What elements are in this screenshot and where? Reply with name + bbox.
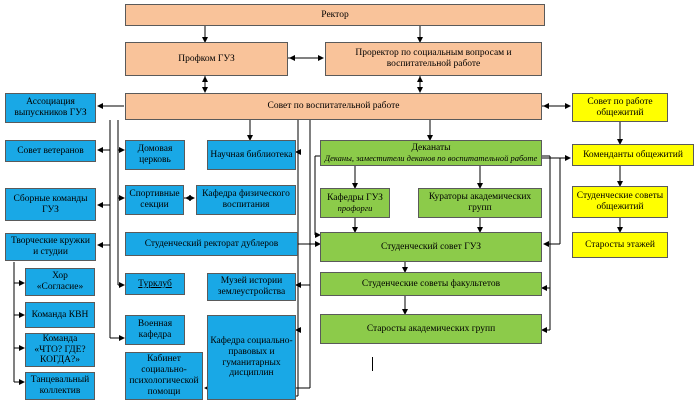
rector-label: Ректор: [321, 9, 349, 20]
node-dorm-council: Совет по работе общежитий: [572, 93, 668, 122]
curators-label: Кураторы академических групп: [428, 192, 532, 213]
node-group-heads: Старосты академических групп: [320, 314, 542, 344]
node-psych: Кабинет социально-психологической помощи: [125, 352, 203, 400]
creative-label: Творческие кружки и студии: [11, 236, 90, 257]
node-kvn: Команда КВН: [25, 302, 95, 328]
veterans-label: Совет ветеранов: [17, 145, 84, 156]
military-label: Военная кафедра: [137, 319, 173, 340]
node-chairs: Кафедры ГУЗ профорги: [320, 188, 390, 218]
node-assoc-grad: Ассоциация выпускников ГУЗ: [5, 93, 96, 123]
node-faculty-councils: Студенческие советы факультетов: [320, 272, 542, 296]
node-veterans: Совет ветеранов: [5, 140, 96, 162]
cursor-mark: [372, 357, 373, 371]
node-turclub: Турклуб: [125, 273, 185, 295]
chgk-label: Команда «ЧТО? ГДЕ? КОГДА?»: [34, 333, 86, 366]
council-edu-label: Совет по воспитательной работе: [267, 101, 400, 112]
assoc-grad-label: Ассоциация выпускников ГУЗ: [14, 97, 87, 118]
deans-label: Деканаты: [411, 142, 451, 153]
node-museum: Музей истории землеустройства: [207, 273, 296, 301]
node-dorm-commandants: Коменданты общежитий: [572, 144, 694, 166]
node-floor-heads: Старосты этажей: [572, 232, 668, 258]
group-heads-label: Старосты академических групп: [366, 323, 496, 334]
node-pe-dept: Кафедра физического воспитания: [196, 185, 296, 215]
node-choir: Хор «Согласие»: [25, 268, 95, 296]
node-rector: Ректор: [125, 4, 545, 26]
node-creative: Творческие кружки и студии: [5, 233, 96, 261]
node-church: Домовая церковь: [125, 140, 185, 170]
kvn-label: Команда КВН: [31, 309, 89, 320]
choir-label: Хор «Согласие»: [36, 271, 84, 292]
chairs-sub-label: профорги: [337, 202, 373, 213]
node-sport-teams: Сборные команды ГУЗ: [5, 188, 96, 221]
student-council-label: Студенческий совет ГУЗ: [380, 241, 482, 252]
node-deans: Деканаты Деканы, заместители деканов по …: [320, 140, 542, 166]
node-profkom: Профком ГУЗ: [125, 42, 288, 76]
museum-label: Музей истории землеустройства: [217, 276, 286, 297]
node-prorector: Проректор по социальным вопросам и воспи…: [325, 42, 542, 76]
psych-label: Кабинет социально-психологической помощи: [129, 354, 199, 397]
floor-heads-label: Старосты этажей: [585, 239, 655, 250]
sport-sections-label: Спортивные секции: [129, 189, 180, 210]
node-curators: Кураторы академических групп: [418, 188, 542, 218]
pe-dept-label: Кафедра физического воспитания: [202, 189, 290, 210]
chairs-label: Кафедры ГУЗ: [327, 192, 383, 203]
node-dance: Танцевальный коллектив: [25, 372, 95, 400]
node-student-rectorate: Студенческий ректорат дублеров: [125, 232, 298, 256]
node-dorm-student-councils: Студенческие советы общежитий: [572, 186, 668, 218]
sport-teams-label: Сборные команды ГУЗ: [13, 193, 88, 215]
node-library: Научная библиотека: [207, 140, 296, 170]
student-rectorate-label: Студенческий ректорат дублеров: [144, 238, 279, 249]
profkom-label: Профком ГУЗ: [178, 53, 235, 64]
dance-label: Танцевальный коллектив: [30, 375, 90, 396]
node-chgk: Команда «ЧТО? ГДЕ? КОГДА?»: [25, 333, 95, 367]
dorm-commandants-label: Коменданты общежитий: [583, 149, 683, 160]
prorector-label: Проректор по социальным вопросам и воспи…: [355, 48, 512, 69]
node-council-edu: Совет по воспитательной работе: [125, 93, 542, 120]
node-student-council: Студенческий совет ГУЗ: [320, 232, 542, 262]
dorm-council-label: Совет по работе общежитий: [587, 96, 653, 118]
node-military: Военная кафедра: [125, 315, 185, 345]
dorm-student-councils-label: Студенческие советы общежитий: [576, 191, 664, 212]
church-label: Домовая церковь: [137, 144, 173, 165]
node-sport-sections: Спортивные секции: [125, 185, 184, 215]
library-label: Научная библиотека: [210, 149, 293, 160]
node-social-dept: Кафедра социально-правовых и гуманитарны…: [207, 315, 296, 400]
faculty-councils-label: Студенческие советы факультетов: [361, 278, 501, 289]
deans-sub-label: Деканы, заместители деканов по воспитате…: [324, 152, 538, 163]
turclub-label: Турклуб: [138, 278, 172, 289]
social-dept-label: Кафедра социально-правовых и гуманитарны…: [210, 335, 293, 379]
